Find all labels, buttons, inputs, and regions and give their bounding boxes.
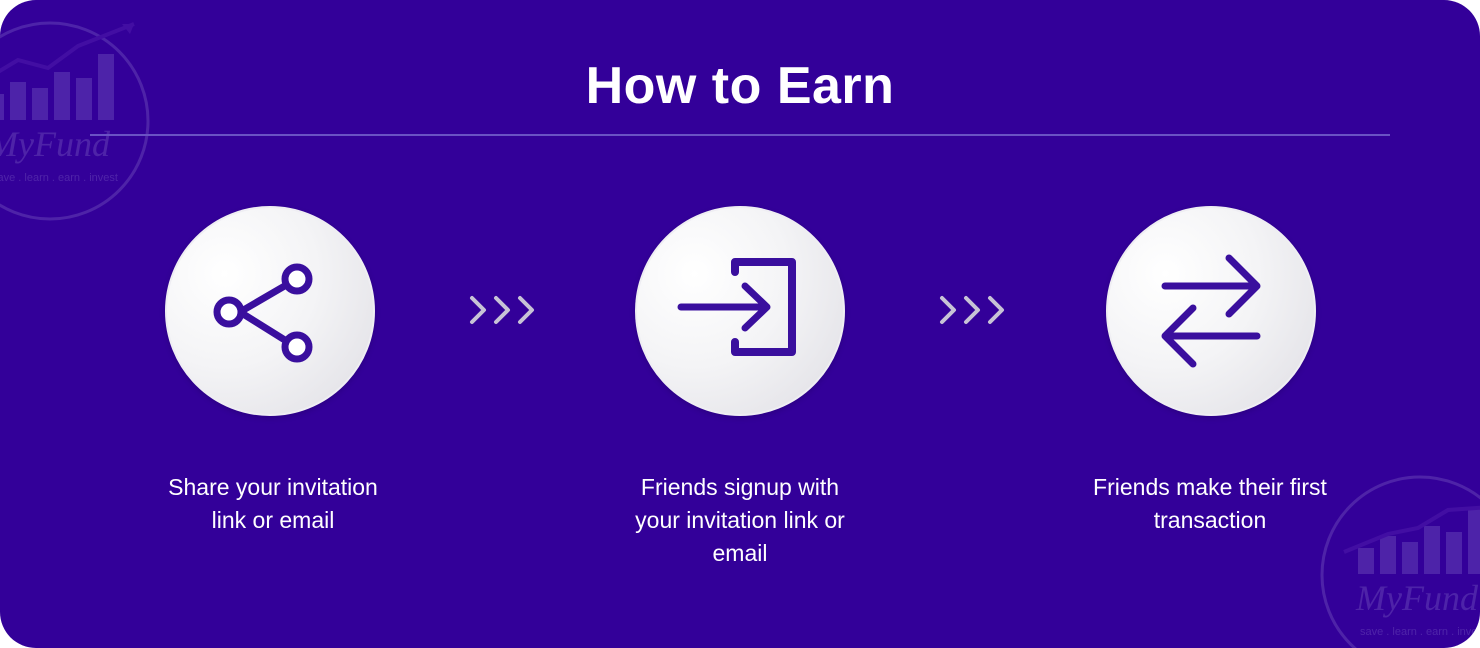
myfund-watermark-logo: MyFund save . learn . earn . invest bbox=[1320, 475, 1480, 648]
watermark-tagline-text: save . learn . earn . invest bbox=[1360, 626, 1480, 638]
exchange-arrows-icon bbox=[1161, 254, 1261, 368]
step-2-label: Friends signup with your invitation link… bbox=[635, 474, 845, 566]
step-3-label: Friends make their first transaction bbox=[1093, 474, 1327, 533]
chevrons-right-icon bbox=[940, 296, 1004, 324]
myfund-watermark-logo: MyFund save . learn . earn . invest bbox=[0, 21, 150, 221]
watermark-tagline-text: save . learn . earn . invest bbox=[0, 172, 118, 184]
watermark-brand-text: MyFund bbox=[1355, 578, 1479, 618]
share-icon bbox=[213, 263, 313, 363]
step-1-label: Share your invitation link or email bbox=[168, 474, 378, 533]
step-2-icon-circle bbox=[635, 206, 845, 416]
page-title: How to Earn bbox=[585, 57, 895, 115]
title-divider bbox=[90, 134, 1390, 136]
step-3-icon-circle bbox=[1106, 206, 1316, 416]
sign-in-icon bbox=[677, 258, 796, 356]
step-1-icon-circle bbox=[165, 206, 375, 416]
chevrons-right-icon bbox=[470, 296, 534, 324]
watermark-brand-text: MyFund bbox=[0, 124, 111, 164]
